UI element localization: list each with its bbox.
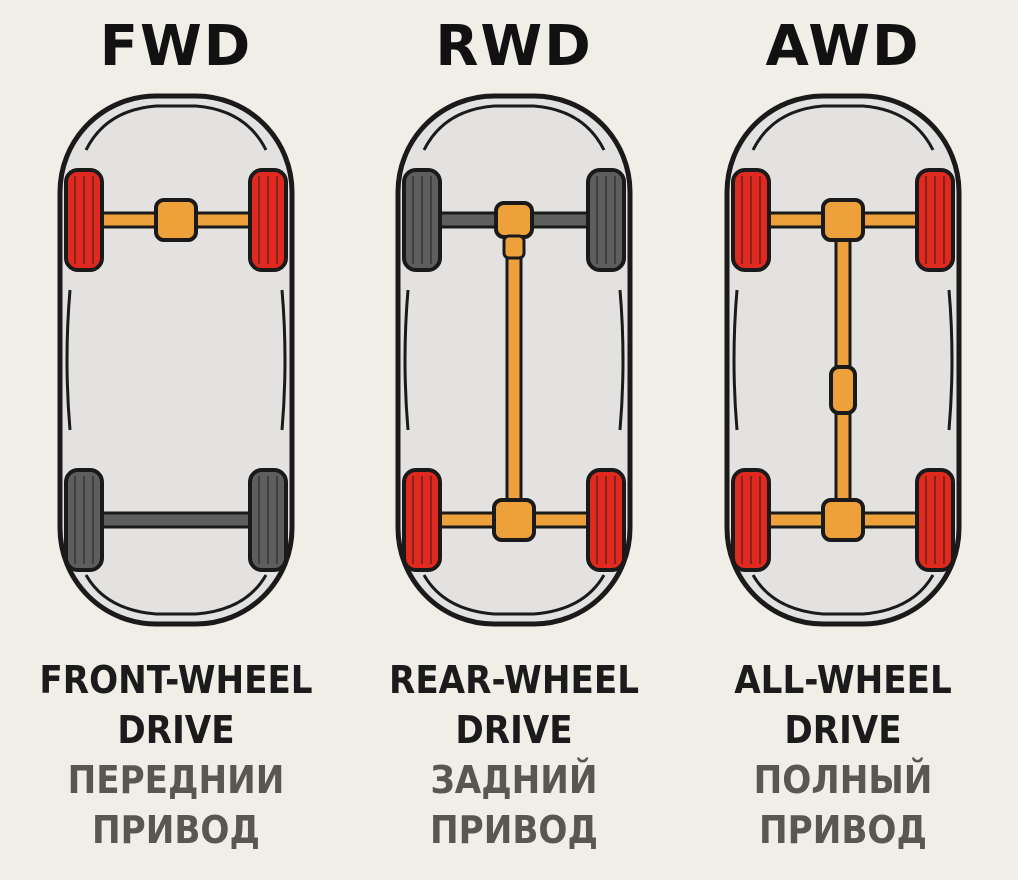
driveshaft bbox=[505, 228, 523, 522]
drive-type-abbr: FWD bbox=[99, 14, 253, 79]
label-en-line2: DRIVE bbox=[455, 708, 573, 752]
differential bbox=[494, 201, 534, 239]
side-line-right bbox=[618, 289, 625, 431]
differential bbox=[821, 498, 865, 542]
trunk-line bbox=[84, 574, 268, 616]
transmission bbox=[502, 234, 526, 260]
car-top-view bbox=[395, 93, 633, 627]
drive-type-abbr: AWD bbox=[765, 14, 921, 79]
car-top-view bbox=[724, 93, 962, 627]
drive-type-label: REAR-WHEEL DRIVE ЗАДНИЙ ПРИВОД bbox=[361, 655, 667, 855]
side-line-left bbox=[65, 289, 72, 431]
side-line-left bbox=[732, 289, 739, 431]
column-awd: AWD ALL-WHEEL DRIVE ПОЛНЫЙ ПРИВОД bbox=[673, 0, 1013, 880]
drive-type-abbr: RWD bbox=[435, 14, 593, 79]
label-en-line1: FRONT-WHEEL bbox=[39, 658, 313, 702]
hood-line bbox=[84, 104, 268, 151]
drive-type-label: FRONT-WHEEL DRIVE ПЕРЕДНИИ ПРИВОД bbox=[23, 655, 329, 855]
column-rwd: RWD REAR-WHEEL DRIVE ЗАДНИЙ ПРИВОД bbox=[344, 0, 684, 880]
label-ru-line1: ЗАДНИЙ bbox=[430, 758, 598, 802]
trunk-line bbox=[422, 574, 606, 616]
side-line-right bbox=[280, 289, 287, 431]
label-en-line1: ALL-WHEEL bbox=[734, 658, 952, 702]
side-line-left bbox=[403, 289, 410, 431]
side-line-right bbox=[947, 289, 954, 431]
label-ru-line2: ПРИВОД bbox=[759, 808, 927, 852]
label-ru-line2: ПРИВОД bbox=[92, 808, 260, 852]
hood-line bbox=[751, 104, 935, 151]
label-en-line2: DRIVE bbox=[117, 708, 235, 752]
differential bbox=[492, 498, 536, 542]
hood-line bbox=[422, 104, 606, 151]
label-ru-line1: ПЕРЕДНИИ bbox=[67, 758, 285, 802]
label-ru-line2: ПРИВОД bbox=[430, 808, 598, 852]
differential bbox=[154, 198, 198, 242]
label-en-line1: REAR-WHEEL bbox=[388, 658, 640, 702]
differential bbox=[821, 198, 865, 242]
drive-type-label: ALL-WHEEL DRIVE ПОЛНЫЙ ПРИВОД bbox=[690, 655, 996, 855]
trunk-line bbox=[751, 574, 935, 616]
axle bbox=[100, 511, 252, 529]
differential bbox=[829, 365, 857, 415]
column-fwd: FWD FRONT-WHEEL DRIVE ПЕРЕДНИИ ПРИВОД bbox=[6, 0, 346, 880]
label-ru-line1: ПОЛНЫЙ bbox=[753, 758, 933, 802]
car-top-view bbox=[57, 93, 295, 627]
label-en-line2: DRIVE bbox=[784, 708, 902, 752]
